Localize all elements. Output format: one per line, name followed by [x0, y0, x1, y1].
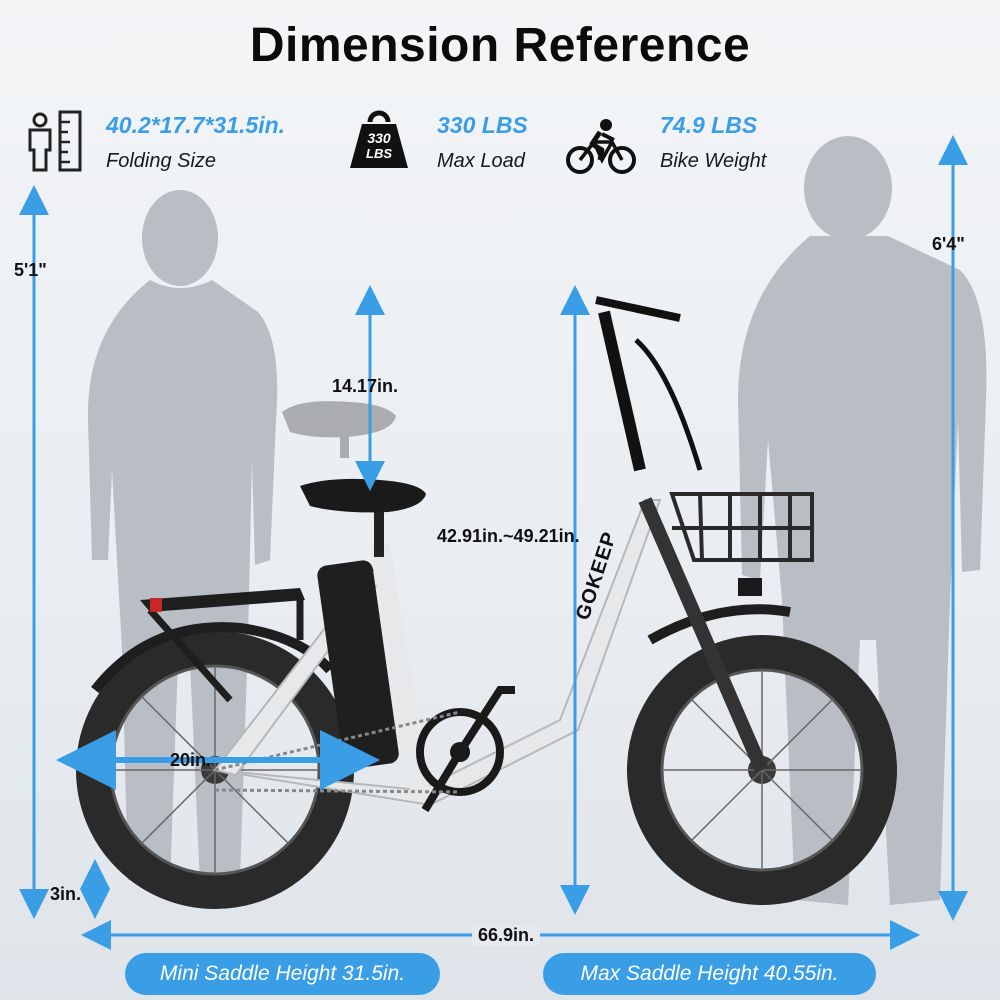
- weight-icon-number: 330: [367, 130, 391, 146]
- weight-icon-unit: LBS: [366, 146, 392, 161]
- cyclist-icon: [566, 119, 636, 174]
- left-person-height-label: 5'1": [14, 260, 47, 280]
- right-person-height-label: 6'4": [932, 234, 965, 254]
- handlebar-height-label: 42.91in.~49.21in.: [437, 526, 580, 546]
- folding-size-value: 40.2*17.7*31.5in.: [106, 112, 286, 138]
- left-person-silhouette: [87, 190, 278, 885]
- seat-adjust-label: 14.17in.: [332, 376, 399, 396]
- folding-size-label: Folding Size: [106, 150, 217, 172]
- bike-weight-label: Bike Weight: [660, 150, 767, 172]
- weight-icon: 330 LBS: [348, 108, 410, 172]
- folding-size-icon: [28, 110, 82, 172]
- length-label: 66.9in.: [472, 925, 541, 946]
- max-load-label: Max Load: [437, 150, 525, 172]
- right-person-silhouette: [738, 136, 987, 905]
- page-title: Dimension Reference: [249, 19, 751, 72]
- min-saddle-height-pill: Mini Saddle Height 31.5in.: [125, 953, 440, 995]
- max-load-value: 330 LBS: [437, 112, 528, 138]
- wheel-size-label: 20in.: [170, 750, 212, 770]
- ground-clearance-label: 3in.: [50, 884, 82, 904]
- bike-weight-value: 74.9 LBS: [660, 112, 758, 138]
- max-saddle-height-pill: Max Saddle Height 40.55in.: [543, 953, 876, 995]
